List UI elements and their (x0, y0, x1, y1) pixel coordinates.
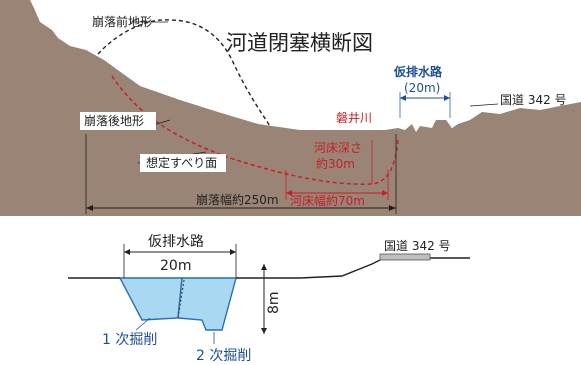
label-excavation-1: 1 次掘削 (102, 332, 157, 348)
collapse-width-dimension (85, 134, 397, 214)
label-excavation-2: 2 次掘削 (196, 348, 251, 364)
label-after-collapse: 崩落後地形 (84, 114, 144, 128)
label-road-upper: 国道 342 号 (500, 93, 567, 107)
label-road-lower: 国道 342 号 (384, 239, 451, 253)
label-channel-width-upper: (20m) (404, 81, 440, 95)
lower-cross-section: 仮排水路 20m 国道 342 号 8m 1 次掘削 2 次掘削 (68, 234, 470, 364)
label-channel-width-lower: 20m (160, 258, 191, 274)
upper-cross-section: 河道閉塞横断図 崩落前地形 崩落後地形 想定すべり面 磐井川 河床深さ 約30m… (0, 0, 581, 216)
label-collapse-width: 崩落幅約250m (196, 192, 279, 207)
excavation-divider (177, 279, 185, 319)
label-riverbed-depth-2: 約30m (316, 156, 355, 171)
depth-dimension-lower (261, 264, 267, 334)
label-riverbed-depth-1: 河床深さ (314, 141, 362, 155)
channel-width-dimension-lower (123, 244, 237, 278)
excavation-1-area (118, 277, 183, 321)
slip-surface-line (111, 75, 399, 185)
leader-road-upper (469, 103, 499, 107)
road-block (379, 253, 431, 261)
label-slip-surface: 想定すべり面 (146, 155, 217, 170)
label-after-bg (80, 112, 156, 130)
ground-surface-line (68, 257, 470, 279)
diagram-title: 河道閉塞横断図 (226, 31, 373, 55)
riverbed-width-dimension (285, 170, 389, 200)
channel-width-dimension (399, 92, 451, 118)
label-river: 磐井川 (336, 111, 372, 125)
label-before-collapse: 崩落前地形 (92, 14, 152, 29)
label-riverbed-width: 河床幅約70m (290, 193, 365, 208)
label-depth-lower: 8m (266, 291, 282, 314)
label-slip-bg (140, 154, 226, 172)
leader-excavation-1 (135, 317, 151, 331)
channel-outline (397, 117, 453, 128)
excavation-2-area (177, 277, 237, 331)
pre-collapse-terrain-line (97, 19, 271, 127)
label-channel-lower: 仮排水路 (148, 234, 204, 250)
label-channel-upper: 仮排水路 (393, 64, 443, 79)
